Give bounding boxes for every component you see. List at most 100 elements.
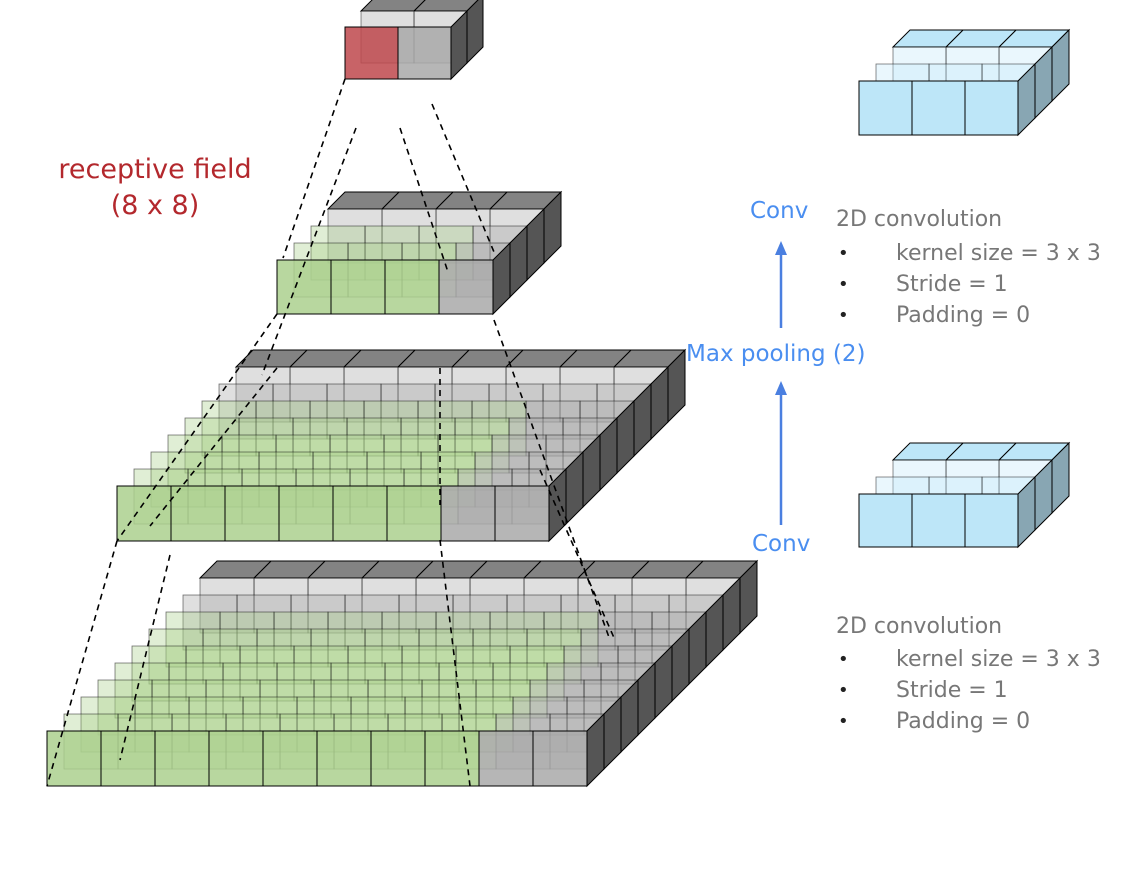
grid-cell (310, 628, 366, 685)
cell-inner-face (327, 611, 383, 668)
cell-inner-face (363, 400, 419, 457)
grid-cell (529, 679, 585, 736)
cell-front-face (208, 730, 264, 787)
param-item: •kernel size = 3 x 3 (838, 238, 1138, 269)
input-feature-map (46, 559, 759, 788)
grid-cell (414, 560, 489, 634)
grid-cell (184, 417, 240, 474)
cell-inner-face (272, 383, 328, 440)
grid-cell (434, 383, 490, 440)
cell-inner-face (309, 400, 365, 457)
cell-front-face (276, 259, 332, 315)
cell-inner-face (529, 679, 585, 736)
cell-front-face (911, 80, 966, 136)
grid-cell (182, 594, 238, 651)
grid-cell (576, 560, 651, 634)
grid-cell (332, 485, 388, 542)
grid-cell (219, 611, 275, 668)
grid-cell (273, 611, 329, 668)
projection-dash-line (119, 554, 171, 761)
grid-cell (114, 662, 170, 719)
cell-inner-face (326, 383, 382, 440)
grid-cell (198, 560, 273, 634)
cell-inner-face (310, 628, 366, 685)
receptive-field-title: receptive field (58, 154, 252, 185)
grid-cell (489, 611, 545, 668)
grid-cell (205, 679, 261, 736)
cell-inner-face (455, 645, 511, 702)
arrow-head-upper (775, 241, 787, 255)
cell-inner-face (508, 417, 564, 474)
cell-front-face (532, 730, 588, 787)
bullet-icon: • (838, 711, 849, 732)
cell-front-face (440, 485, 496, 542)
grid-cell (418, 628, 474, 685)
kernel-bottom-cube (858, 441, 1071, 549)
grid-cell (275, 434, 331, 491)
grid-cell (563, 645, 619, 702)
grid-cell (167, 434, 223, 491)
bullet-icon: • (838, 274, 849, 295)
grid-cell (455, 645, 511, 702)
grid-cell (614, 594, 670, 651)
op-max-pooling: Max pooling (2) (686, 341, 866, 367)
grid-cell (558, 349, 633, 423)
grid-cell (911, 493, 966, 548)
cell-front-face (278, 485, 334, 542)
grid-cell (364, 628, 420, 685)
param-item: •Padding = 0 (838, 706, 1138, 737)
projection-dash-line (261, 127, 357, 376)
cell-inner-face (290, 594, 346, 651)
param-item: •Stride = 1 (838, 269, 1138, 300)
cell-inner-face (437, 434, 493, 491)
grid-cell (292, 417, 348, 474)
grid-cell (491, 434, 547, 491)
cell-front-face (116, 485, 172, 542)
grid-cell (400, 417, 456, 474)
grid-cell (435, 611, 491, 668)
grid-cell (532, 712, 605, 788)
grid-cell (272, 383, 328, 440)
grid-cell (221, 434, 277, 491)
cell-inner-face (167, 434, 223, 491)
grid-cell (384, 259, 440, 315)
cell-front-face (316, 730, 372, 787)
cell-front-face (370, 730, 426, 787)
cell-inner-face (489, 611, 545, 668)
grid-cell (471, 400, 527, 457)
grid-cell (417, 400, 473, 457)
projection-dash-line (399, 127, 449, 273)
grid-cell (313, 679, 369, 736)
cell-inner-face (289, 366, 345, 423)
cell-inner-face (346, 417, 402, 474)
grid-cell (492, 662, 548, 719)
cell-front-face (224, 485, 280, 542)
projection-dash-line (116, 313, 278, 542)
cell-inner-face (276, 662, 332, 719)
cell-inner-face (435, 611, 491, 668)
grid-cell (309, 400, 365, 457)
grid-cell (488, 383, 544, 440)
conv-bottom-title: 2D convolution (836, 614, 1003, 639)
grid-cell (386, 485, 442, 542)
cell-inner-face (238, 417, 294, 474)
grid-cell (396, 349, 471, 423)
output-feature-map (344, 0, 484, 81)
cell-inner-face (506, 594, 562, 651)
cell-inner-face (329, 434, 385, 491)
cell-front-face (438, 259, 494, 315)
grid-cell (327, 611, 383, 668)
grid-cell (262, 730, 318, 787)
grid-cell (278, 485, 334, 542)
grid-cell (316, 730, 372, 787)
cell-inner-face (509, 645, 565, 702)
grid-cell (525, 400, 581, 457)
bullet-icon: • (838, 680, 849, 701)
cell-inner-face (327, 208, 383, 264)
cell-inner-face (560, 594, 616, 651)
grid-cell (858, 80, 913, 136)
grid-cell (543, 611, 599, 668)
grid-cell (330, 259, 386, 315)
grid-cell (276, 662, 332, 719)
